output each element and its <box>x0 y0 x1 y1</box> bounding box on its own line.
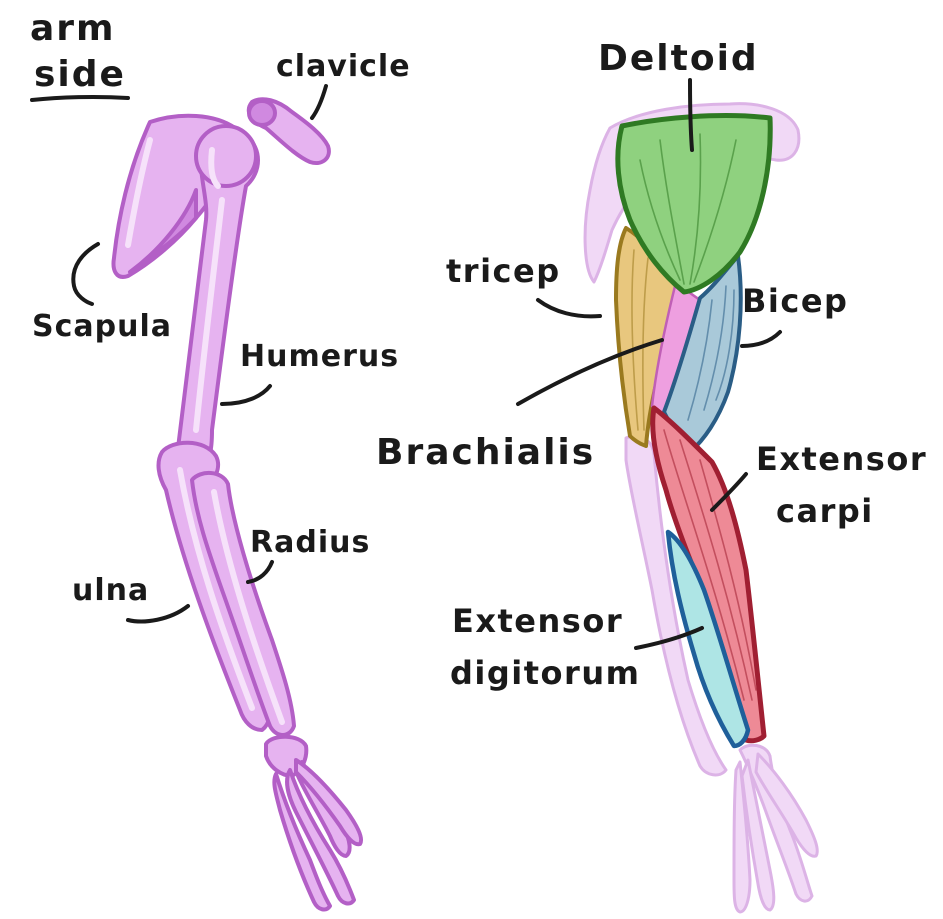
hand-bones <box>266 737 361 910</box>
heading-line-1: arm <box>30 8 116 49</box>
label-humerus: Humerus <box>240 339 399 374</box>
skeleton-figure <box>114 99 362 909</box>
label-scapula: Scapula <box>32 309 172 344</box>
label-tricep: tricep <box>446 252 561 290</box>
label-extensor-digitorum-2: digitorum <box>450 654 640 692</box>
label-bicep: Bicep <box>742 282 848 320</box>
heading-underline <box>32 97 128 100</box>
label-extensor-carpi-1: Extensor <box>756 440 927 478</box>
label-extensor-digitorum-1: Extensor <box>452 602 623 640</box>
heading-line-2: side <box>34 54 126 95</box>
label-brachialis: Brachialis <box>376 432 595 473</box>
label-radius: Radius <box>250 525 370 560</box>
label-extensor-carpi-2: carpi <box>776 492 874 530</box>
label-clavicle: clavicle <box>276 49 411 84</box>
label-deltoid: Deltoid <box>598 38 759 79</box>
label-ulna: ulna <box>72 573 149 608</box>
